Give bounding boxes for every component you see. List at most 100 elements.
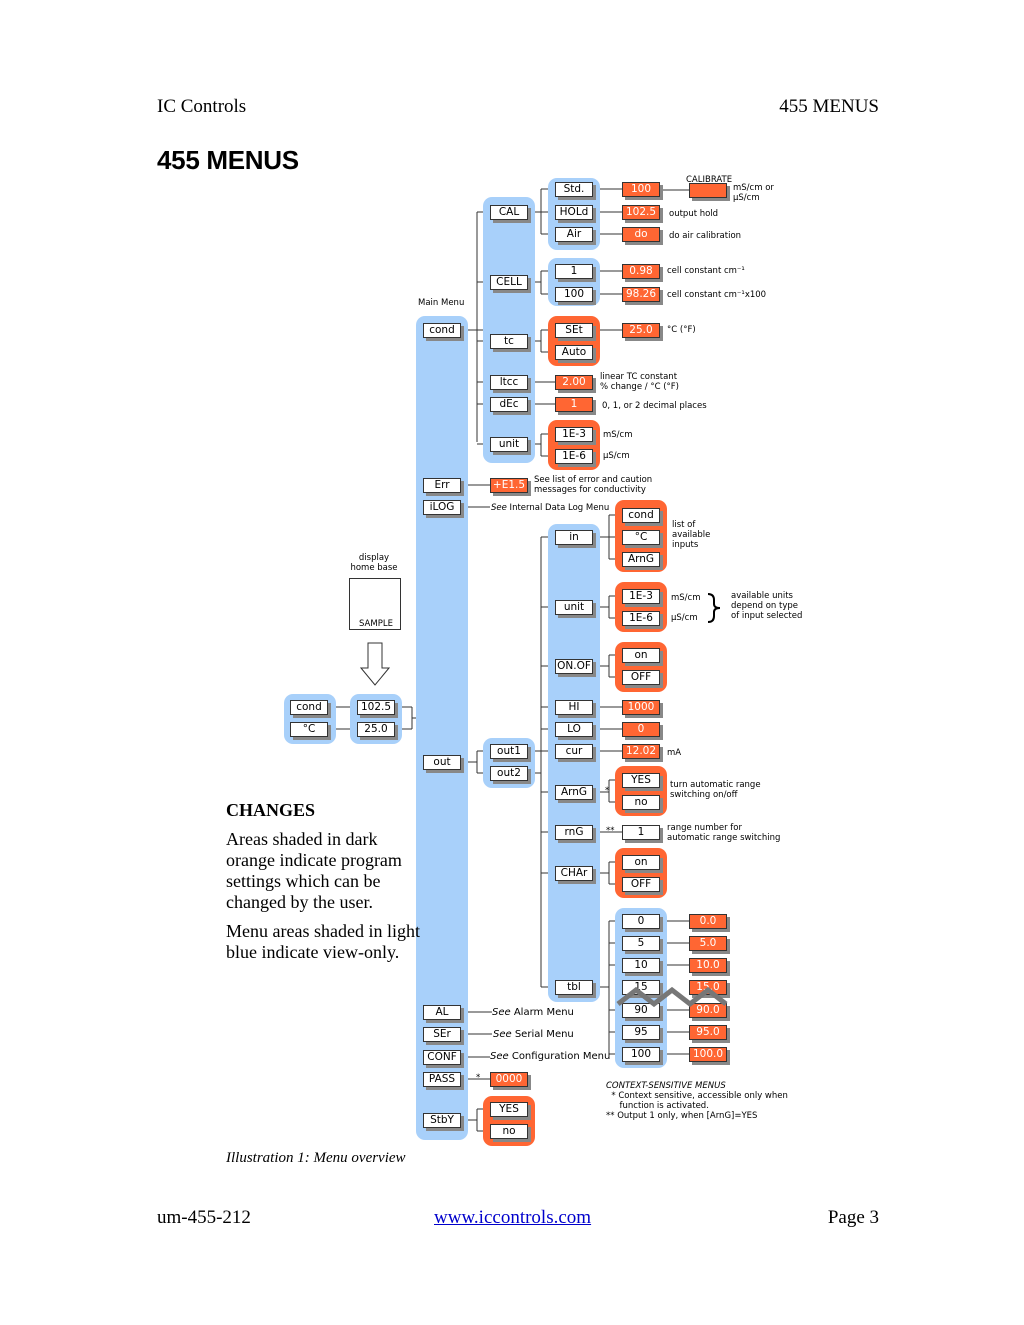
out-lo[interactable]: LO <box>555 722 593 737</box>
unit-1e-6[interactable]: 1E-6 <box>555 449 593 464</box>
in-desc: list of available inputs <box>672 520 711 550</box>
home-cond-value: 102.5 <box>357 700 395 715</box>
menu-stby[interactable]: StbY <box>423 1113 461 1128</box>
out-arng[interactable]: ArnG <box>555 785 593 800</box>
cell-100[interactable]: 100 <box>555 287 593 302</box>
out-rng[interactable]: rnG <box>555 825 593 840</box>
tc-auto[interactable]: Auto <box>555 345 593 360</box>
pass-value[interactable]: 0000 <box>490 1072 528 1087</box>
ilog-desc: See Internal Data Log Menu <box>491 503 610 513</box>
tbl-out-6[interactable]: 100.0 <box>689 1047 727 1062</box>
char-off[interactable]: OFF <box>622 877 660 892</box>
tbl-out-5[interactable]: 95.0 <box>689 1025 727 1040</box>
cal-std[interactable]: Std. <box>555 182 593 197</box>
ltcc-value[interactable]: 2.00 <box>555 375 593 390</box>
rng-value[interactable]: 1 <box>622 825 660 840</box>
out-hi[interactable]: HI <box>555 700 593 715</box>
cal-air-desc: do air calibration <box>669 231 742 241</box>
cal-hold[interactable]: HOLd <box>555 205 593 220</box>
al-desc: See Alarm Menu <box>492 1007 574 1018</box>
menu-out1[interactable]: out1 <box>490 744 528 759</box>
home-degc[interactable]: °C <box>290 722 328 737</box>
menu-al[interactable]: AL <box>423 1005 461 1020</box>
home-cond[interactable]: cond <box>290 700 328 715</box>
cal-std-value[interactable]: 100 <box>622 182 660 197</box>
tbl-out-1[interactable]: 5.0 <box>689 936 727 951</box>
tbl-in-1[interactable]: 5 <box>622 936 660 951</box>
context-title: CONTEXT-SENSITIVE MENUS <box>606 1081 726 1091</box>
in-degc[interactable]: °C <box>622 530 660 545</box>
in-arng[interactable]: ArnG <box>622 552 660 567</box>
menu-ltcc[interactable]: ltcc <box>490 375 528 390</box>
onof-on[interactable]: on <box>622 648 660 663</box>
menu-unit[interactable]: unit <box>490 437 528 452</box>
out1-submenu-area <box>548 524 600 1002</box>
out-unit-1e-6[interactable]: 1E-6 <box>622 611 660 626</box>
out-cur[interactable]: cur <box>555 744 593 759</box>
in-cond[interactable]: cond <box>622 508 660 523</box>
cal-hold-value[interactable]: 102.5 <box>622 205 660 220</box>
calibrate-value[interactable] <box>689 183 727 198</box>
cal-units: mS/cm or μS/cm <box>733 183 774 203</box>
menu-out[interactable]: out <box>423 755 461 770</box>
tbl-out-4[interactable]: 90.0 <box>689 1003 727 1018</box>
cell-1[interactable]: 1 <box>555 264 593 279</box>
out-onof[interactable]: ON.OF <box>555 659 593 674</box>
menu-err[interactable]: Err <box>423 478 461 493</box>
cal-air[interactable]: Air <box>555 227 593 242</box>
menu-pass[interactable]: PASS <box>423 1072 461 1087</box>
menu-cell[interactable]: CELL <box>490 275 528 290</box>
context-line-3: ** Output 1 only, when [ArnG]=YES <box>606 1111 758 1121</box>
menu-conf[interactable]: CONF <box>423 1050 461 1065</box>
tbl-in-4[interactable]: 90 <box>622 1003 660 1018</box>
tc-set[interactable]: SEt <box>555 323 593 338</box>
sample-label: SAMPLE <box>359 619 393 629</box>
footer-link-wrap: www.iccontrols.com <box>434 1207 591 1229</box>
tbl-in-5[interactable]: 95 <box>622 1025 660 1040</box>
menu-out2[interactable]: out2 <box>490 766 528 781</box>
figure-caption: Illustration 1: Menu overview <box>226 1150 406 1166</box>
unit-1e-3[interactable]: 1E-3 <box>555 427 593 442</box>
char-on[interactable]: on <box>622 855 660 870</box>
conf-desc: See Configuration Menu <box>490 1051 611 1062</box>
arng-no[interactable]: no <box>622 795 660 810</box>
menu-cal[interactable]: CAL <box>490 205 528 220</box>
tbl-out-2[interactable]: 10.0 <box>689 958 727 973</box>
out-unit-us: μS/cm <box>671 613 698 623</box>
tbl-in-2[interactable]: 10 <box>622 958 660 973</box>
menu-cond[interactable]: cond <box>423 323 461 338</box>
home-temp-value: 25.0 <box>357 722 395 737</box>
err-value[interactable]: +E1.5 <box>490 478 528 493</box>
tbl-in-0[interactable]: 0 <box>622 914 660 929</box>
cur-unit: mA <box>667 748 682 758</box>
table-break-icon <box>616 986 728 1008</box>
changes-paragraph-1: Areas shaded in dark orange indicate pro… <box>226 829 402 912</box>
ser-desc: See Serial Menu <box>493 1029 574 1040</box>
tbl-out-0[interactable]: 0.0 <box>689 914 727 929</box>
lo-value[interactable]: 0 <box>622 722 660 737</box>
tbl-in-6[interactable]: 100 <box>622 1047 660 1062</box>
menu-ilog[interactable]: iLOG <box>423 500 461 515</box>
cur-value[interactable]: 12.02 <box>622 744 660 759</box>
onof-off[interactable]: OFF <box>622 670 660 685</box>
cell-100-value[interactable]: 98.26 <box>622 287 660 302</box>
out-unit[interactable]: unit <box>555 600 593 615</box>
footer-link[interactable]: www.iccontrols.com <box>434 1207 592 1228</box>
cal-air-value[interactable]: do <box>622 227 660 242</box>
cell-1-value[interactable]: 0.98 <box>622 264 660 279</box>
stby-no[interactable]: no <box>490 1124 528 1139</box>
menu-dec[interactable]: dEc <box>490 397 528 412</box>
dec-value[interactable]: 1 <box>555 397 593 412</box>
tc-set-value[interactable]: 25.0 <box>622 323 660 338</box>
header-left: IC Controls <box>157 96 247 117</box>
arng-yes[interactable]: YES <box>622 773 660 788</box>
ltcc-desc: linear TC constant % change / °C (°F) <box>600 372 679 392</box>
stby-yes[interactable]: YES <box>490 1102 528 1117</box>
out-unit-1e-3[interactable]: 1E-3 <box>622 589 660 604</box>
out-char[interactable]: CHAr <box>555 866 593 881</box>
hi-value[interactable]: 1000 <box>622 700 660 715</box>
menu-ser[interactable]: SEr <box>423 1027 461 1042</box>
menu-tc[interactable]: tc <box>490 334 528 349</box>
out-tbl[interactable]: tbl <box>555 980 593 995</box>
out-in[interactable]: in <box>555 530 593 545</box>
